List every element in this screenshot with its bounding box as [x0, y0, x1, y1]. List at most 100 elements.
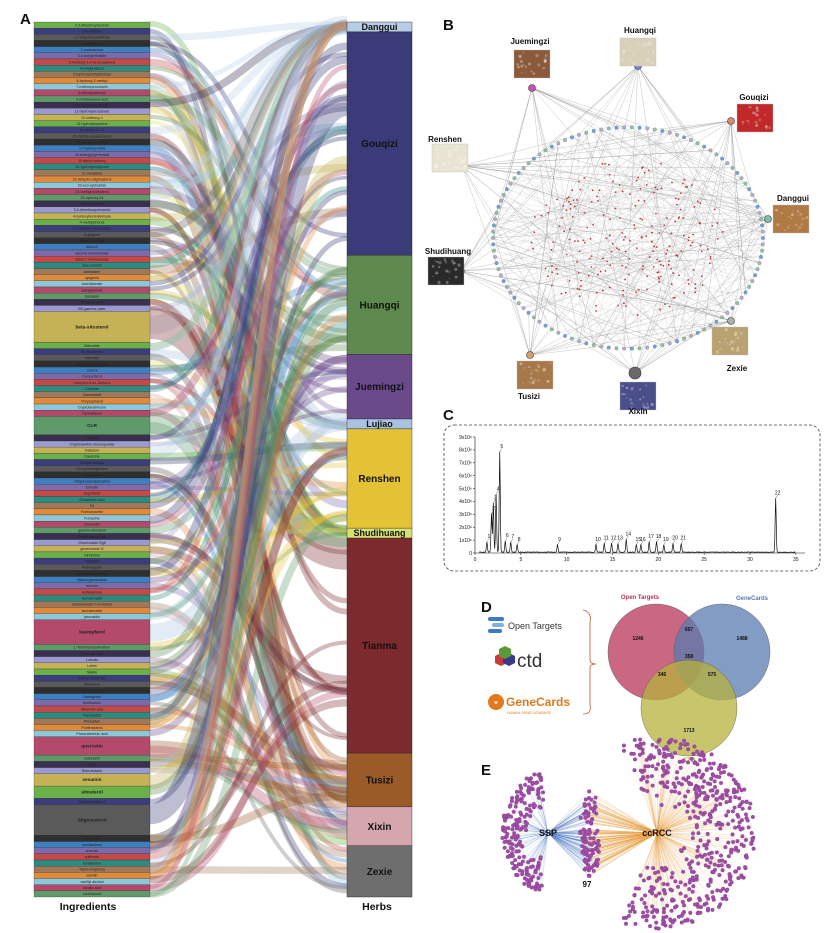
target-dot — [705, 857, 710, 862]
target-dot — [719, 781, 724, 786]
target-dot — [508, 845, 513, 850]
target-dot — [745, 818, 750, 823]
compound-node — [645, 345, 650, 350]
ingredient-label: 20-hydroxyecdysone — [75, 165, 108, 169]
sankey-link — [149, 353, 348, 798]
sankey-link — [149, 138, 348, 536]
target-node — [671, 181, 673, 184]
target-dot — [520, 825, 525, 830]
target-dot — [689, 756, 694, 761]
compound-node — [675, 132, 679, 137]
target-dot — [527, 779, 532, 784]
target-node — [624, 266, 627, 269]
ingredient-node: 2-undecanone — [33, 46, 151, 53]
sankey-link — [149, 132, 348, 814]
target-dot — [593, 795, 598, 800]
compound-node — [689, 138, 693, 142]
sankey-link — [149, 136, 348, 390]
target-dot — [682, 846, 687, 851]
target-dot — [539, 785, 544, 790]
ingredient-node: Cedrol — [33, 366, 151, 374]
panel-letter-a: A — [20, 11, 31, 28]
sankey-link — [149, 83, 348, 593]
target-dot — [708, 782, 713, 787]
target-dot — [717, 821, 722, 826]
target-node — [683, 292, 685, 294]
target-dot — [709, 776, 714, 781]
target-node — [700, 275, 703, 278]
target-node — [578, 180, 580, 183]
network-herb-huangqi: Huangqi — [619, 26, 657, 70]
venn-set-label: Open Targets — [621, 595, 660, 601]
target-dot — [685, 742, 690, 747]
target-dot — [660, 897, 665, 902]
target-node — [612, 180, 614, 183]
target-dot — [650, 891, 655, 896]
target-dot — [702, 843, 707, 848]
sankey-link — [149, 101, 348, 841]
target-dot — [683, 882, 688, 887]
target-dot — [712, 779, 717, 784]
target-node — [597, 273, 599, 276]
ingredient-label: L-Tetrahydropalmatine — [74, 646, 110, 650]
ingredient-node: alisol A — [33, 243, 151, 251]
ingredient-label: 21-norabieta — [82, 171, 102, 175]
zexie-photo — [711, 326, 749, 356]
target-node — [633, 224, 636, 226]
sankey-link — [149, 640, 348, 867]
sankey-link — [149, 582, 348, 771]
ingredient-node: succinic acid — [33, 835, 151, 842]
sankey-link — [149, 35, 348, 533]
ingredient-label: Mandenol — [84, 683, 100, 687]
target-dot — [675, 770, 680, 775]
target-dot — [694, 825, 699, 830]
target-dot — [684, 857, 689, 862]
sankey-link — [149, 235, 348, 805]
ingredient-node: Sitosterol alpha1 — [33, 798, 151, 805]
target-dot — [590, 807, 595, 812]
ingredient-label: 4-methylphenol — [80, 221, 105, 225]
target-node — [572, 199, 575, 202]
target-node — [556, 198, 558, 201]
target-dot — [532, 772, 537, 777]
sankey-links — [147, 15, 350, 898]
target-dot — [728, 882, 733, 887]
ingredient-node: suchilactone — [33, 841, 151, 848]
sankey-link — [149, 21, 348, 238]
herb-node-lujiao: Lujiao — [346, 418, 413, 430]
target-dot — [536, 773, 541, 778]
target-dot — [684, 778, 689, 783]
target-node — [558, 225, 561, 228]
target-node — [595, 310, 598, 312]
sankey-link — [149, 412, 348, 642]
target-dot — [670, 897, 675, 902]
peak-label: 6 — [506, 533, 509, 539]
intersection-nodes — [500, 737, 756, 931]
compound-node — [543, 323, 548, 328]
target-node — [713, 208, 716, 211]
target-dot — [719, 863, 724, 868]
peak-label: 3 — [494, 496, 497, 502]
target-dot — [670, 920, 675, 925]
target-dot — [702, 757, 707, 762]
sankey-link — [149, 237, 348, 374]
sankey-link — [149, 122, 348, 189]
target-dot — [595, 828, 600, 833]
target-dot — [659, 803, 664, 808]
sankey-link — [149, 22, 348, 880]
ingredient-label: Campesterol — [82, 375, 103, 379]
chromatogram: 01x10⁶2x10⁶3x10⁶4x10⁶5x10⁶6x10⁶7x10⁶8x10… — [459, 435, 805, 563]
sankey-link — [149, 657, 348, 814]
compound-node — [759, 254, 763, 259]
target-node — [534, 216, 536, 218]
target-dot — [529, 885, 534, 890]
target-dot — [520, 859, 525, 864]
target-dot — [681, 869, 686, 874]
target-node — [547, 211, 550, 214]
network-herb-label-huangqi: Huangqi — [624, 26, 656, 35]
target-dot — [505, 831, 510, 836]
herb-node-gouqizi: Gouqizi — [346, 31, 413, 256]
sankey-link — [148, 308, 349, 570]
ingredient-label: Sitosterol alpha1 — [79, 800, 106, 804]
target-node — [659, 263, 662, 266]
